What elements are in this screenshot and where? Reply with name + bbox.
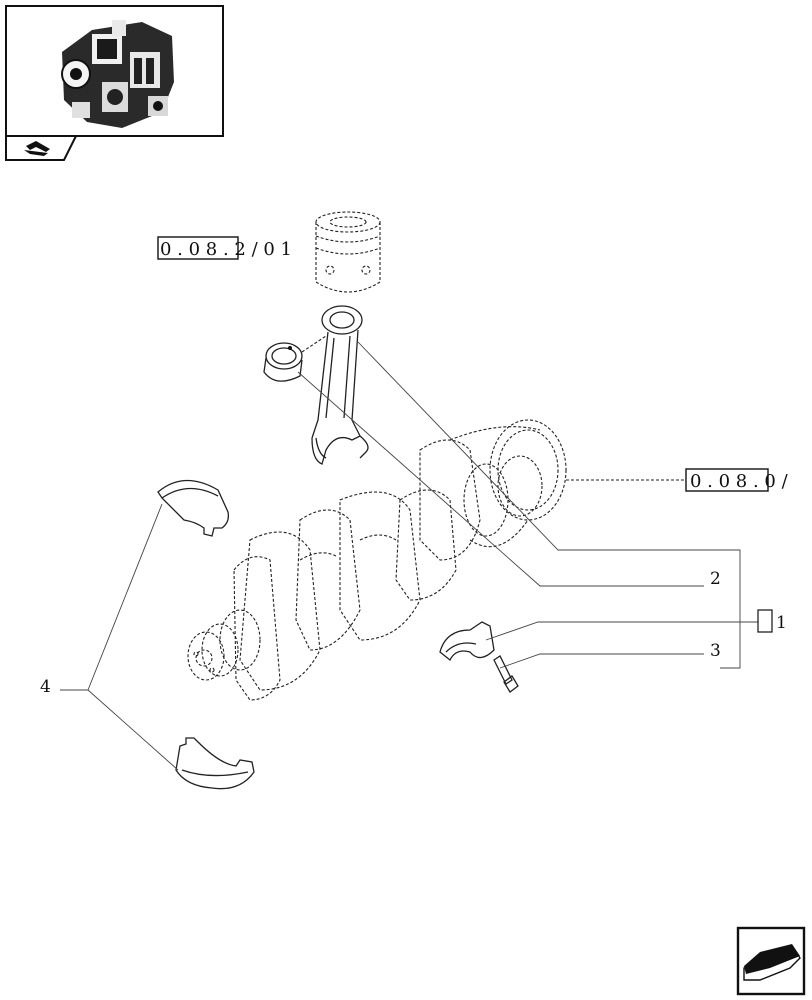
main-bearing-lower (175, 737, 255, 790)
piston (315, 211, 381, 293)
flywheel-ref-label[interactable]: 0 . 0 8 . 0 / (685, 468, 789, 492)
crankshaft (187, 419, 567, 701)
connecting-rod (311, 305, 369, 465)
piston-ref-text: 0 . 0 8 . 2 / 0 1 (160, 239, 292, 260)
flywheel-ref-text: 0 . 0 8 . 0 / (690, 471, 789, 492)
piston-ref-label[interactable]: 0 . 0 8 . 2 / 0 1 (157, 236, 292, 260)
leader-lines (60, 341, 758, 771)
engine-thumbnail-icon[interactable] (5, 5, 224, 137)
callout-2[interactable]: 2 (710, 569, 721, 589)
next-page-arrow-icon[interactable] (736, 926, 806, 996)
callout-4[interactable]: 4 (40, 677, 51, 697)
callout-1[interactable]: 1 (776, 613, 787, 633)
main-bearing-upper (157, 479, 230, 537)
back-arrow-icon[interactable] (5, 135, 78, 161)
small-end-bushing (263, 342, 303, 382)
callout-1-box (757, 609, 773, 633)
callout-3[interactable]: 3 (710, 641, 721, 661)
rod-bolt (493, 655, 519, 693)
rod-bearing-cap (439, 621, 495, 662)
